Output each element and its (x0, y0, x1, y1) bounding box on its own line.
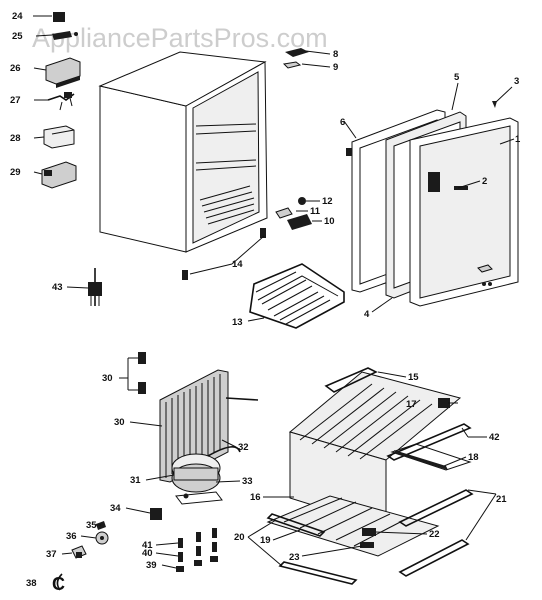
overload-34 (150, 508, 162, 520)
callout-34: 34 (110, 503, 121, 514)
callout-4: 4 (364, 309, 370, 320)
thermostat-10 (275, 207, 312, 230)
part-25 (52, 31, 78, 40)
callout-1: 1 (515, 134, 521, 145)
callout-30b: 30 (114, 417, 125, 428)
clip-38-icon: C (52, 574, 65, 594)
mount-hardware-39-41 (176, 528, 218, 572)
wire-harness-27 (47, 92, 75, 111)
callout-11: 11 (310, 206, 321, 217)
callout-20: 20 (234, 532, 245, 543)
callout-25: 25 (12, 31, 23, 42)
callout-5: 5 (454, 72, 460, 83)
callout-12: 12 (322, 196, 333, 207)
drain-pan-15 (324, 367, 378, 393)
callout-27: 27 (10, 95, 21, 106)
door-outer-1 (409, 117, 519, 307)
door-hinge-6 (346, 148, 352, 156)
watermark-text: AppliancePartsPros.com (32, 23, 328, 53)
callout-22: 22 (429, 529, 440, 540)
callout-10: 10 (324, 216, 335, 227)
callout-31: 31 (130, 475, 141, 486)
door-handle-2 (454, 186, 468, 190)
ice-tray-rail-42 (386, 423, 472, 461)
clip-38 (56, 573, 63, 591)
callout-18: 18 (468, 452, 479, 463)
callout-26: 26 (10, 63, 21, 74)
grommet-36 (95, 531, 109, 545)
callout-2: 2 (482, 176, 487, 187)
callout-35: 35 (86, 520, 97, 531)
hinge-cover-9 (282, 61, 302, 69)
door-lower-hinge-parts (477, 264, 493, 286)
side-rails-21 (398, 489, 474, 577)
callout-43: 43 (52, 282, 63, 293)
relay-26 (45, 57, 81, 88)
power-cord-43 (88, 268, 102, 306)
callout-19: 19 (260, 535, 271, 546)
callout-28: 28 (10, 133, 21, 144)
leader-lines (33, 15, 515, 569)
base-shelf-19 (266, 495, 440, 557)
callout-3: 3 (514, 76, 519, 87)
callout-30a: 30 (102, 373, 113, 384)
cover-28 (43, 125, 75, 149)
relay-37 (71, 545, 87, 559)
callout-39: 39 (146, 560, 157, 571)
callout-42: 42 (489, 432, 500, 443)
leveling-leg-14 (182, 228, 266, 280)
callout-23: 23 (289, 552, 300, 563)
callout-41: 41 (142, 540, 153, 551)
bracket-22 (360, 528, 376, 548)
callout-38: 38 (26, 578, 37, 589)
thermostat-knob-12 (298, 197, 306, 205)
cabinet-shell (98, 51, 268, 253)
callout-40: 40 (142, 548, 153, 559)
callout-29: 29 (10, 167, 21, 178)
callout-labels: 1 2 3 4 5 6 8 9 10 11 12 13 14 15 16 17 … (10, 11, 521, 589)
callout-33: 33 (242, 476, 253, 487)
callout-16: 16 (250, 492, 261, 503)
drain-23 (278, 561, 358, 585)
callout-15: 15 (408, 372, 419, 383)
callout-9: 9 (333, 62, 338, 73)
callout-14: 14 (232, 259, 243, 270)
rail-20 (266, 513, 326, 537)
compressor-31 (171, 446, 241, 505)
callout-32: 32 (238, 442, 249, 453)
callout-6: 6 (340, 117, 345, 128)
callout-8: 8 (333, 49, 338, 60)
callout-36: 36 (66, 531, 77, 542)
callout-21: 21 (496, 494, 507, 505)
cover-29 (41, 161, 77, 189)
shelf-support-18 (390, 443, 472, 471)
door-hinge-pin-3 (492, 101, 497, 108)
callout-24: 24 (12, 11, 23, 22)
hinge-bracket-8 (285, 48, 309, 57)
callout-13: 13 (232, 317, 243, 328)
part-24 (53, 12, 65, 22)
callout-17: 17 (406, 399, 417, 410)
callout-37: 37 (46, 549, 57, 560)
evaporator-clip-17 (438, 398, 450, 408)
wire-shelf-13 (249, 263, 345, 329)
